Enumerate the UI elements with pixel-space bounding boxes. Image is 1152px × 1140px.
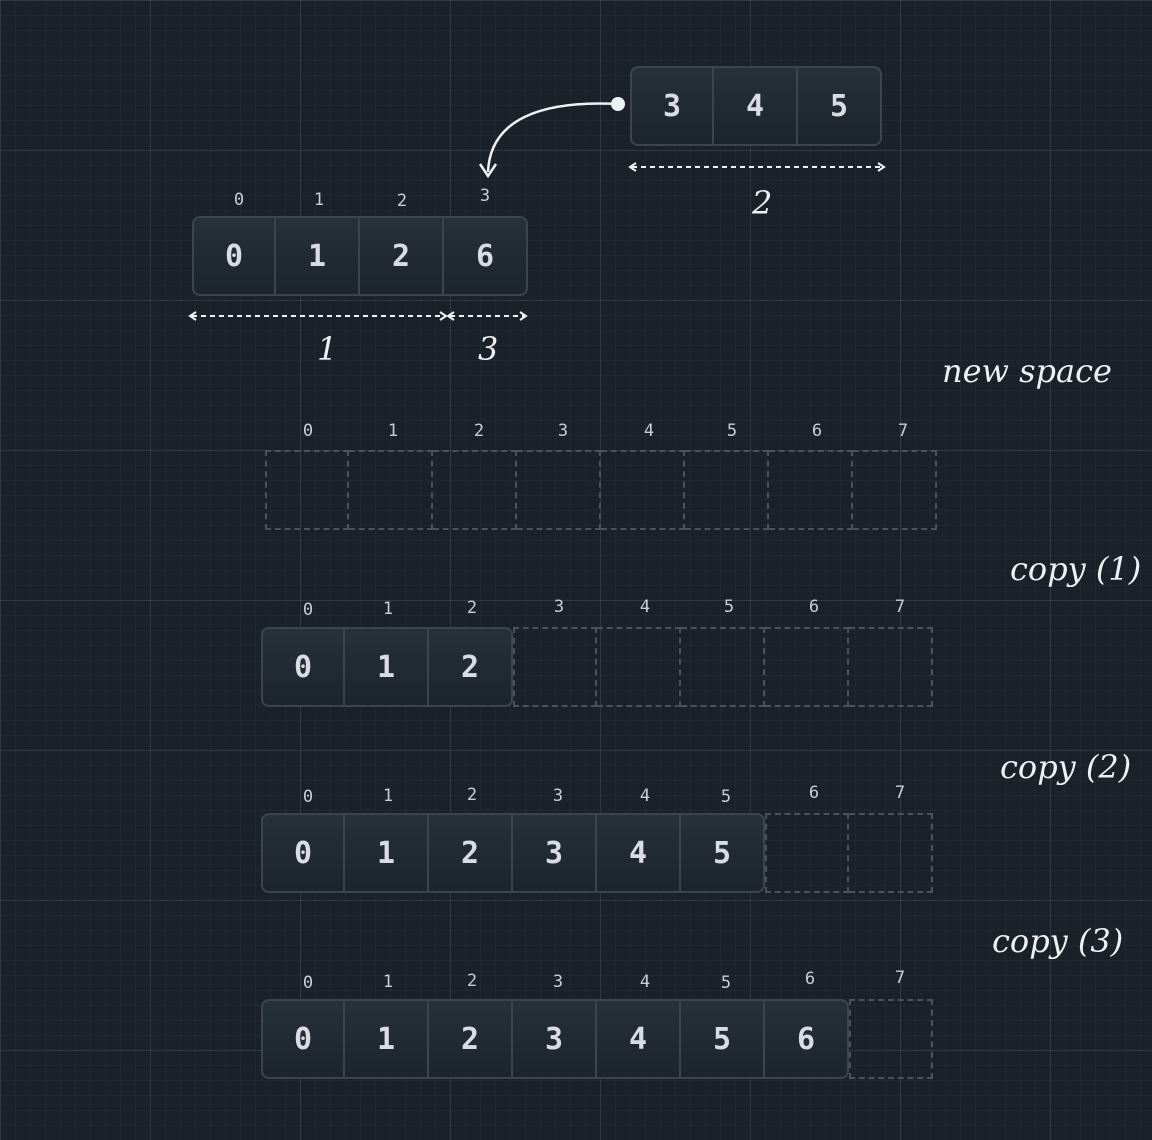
index-label: 6 — [811, 421, 823, 441]
index-label: 3 — [479, 186, 491, 206]
empty-cell — [849, 999, 933, 1079]
length-label-3: 3 — [478, 330, 499, 368]
copy-3-label: copy (3) — [992, 922, 1124, 960]
index-label: 1 — [382, 786, 394, 806]
length-label-1: 1 — [317, 330, 338, 368]
array-cell: 6 — [765, 999, 849, 1079]
array-cell: 3 — [630, 66, 714, 146]
empty-cell — [601, 450, 685, 530]
empty-cell — [681, 627, 765, 707]
array-cell: 3 — [513, 999, 597, 1079]
array-cell: 1 — [345, 999, 429, 1079]
empty-cell — [597, 627, 681, 707]
empty-cell — [849, 627, 933, 707]
array-cell: 4 — [714, 66, 798, 146]
array-cell: 5 — [681, 999, 765, 1079]
array-cell: 0 — [192, 216, 276, 296]
index-label: 7 — [894, 597, 906, 617]
index-label: 0 — [302, 600, 314, 620]
insert-origin-dot — [611, 97, 625, 111]
index-label: 0 — [302, 421, 314, 441]
empty-cell — [265, 450, 349, 530]
index-label: 1 — [387, 421, 399, 441]
array-cell: 4 — [597, 999, 681, 1079]
index-label: 6 — [804, 969, 816, 989]
array-cell: 2 — [429, 627, 513, 707]
index-label: 5 — [726, 421, 738, 441]
array-cell: 0 — [261, 813, 345, 893]
index-label: 4 — [643, 421, 655, 441]
insert-curve-arrowhead — [478, 163, 498, 179]
index-label: 0 — [302, 973, 314, 993]
index-label: 7 — [897, 421, 909, 441]
index-label: 7 — [894, 783, 906, 803]
new-space-array — [265, 450, 937, 530]
index-label: 1 — [382, 599, 394, 619]
array-cell: 2 — [429, 813, 513, 893]
index-label: 1 — [313, 190, 325, 210]
array-cell: 6 — [444, 216, 528, 296]
empty-cell — [849, 813, 933, 893]
index-label: 2 — [466, 598, 478, 618]
index-label: 3 — [557, 421, 569, 441]
index-label: 3 — [553, 597, 565, 617]
index-label: 2 — [473, 421, 485, 441]
index-label: 2 — [466, 971, 478, 991]
index-label: 6 — [808, 783, 820, 803]
length-label-2: 2 — [752, 184, 773, 222]
array-cell: 1 — [345, 627, 429, 707]
index-label: 3 — [552, 786, 564, 806]
copy-2-label: copy (2) — [1000, 748, 1132, 786]
array-cell: 0 — [261, 999, 345, 1079]
array-cell: 1 — [345, 813, 429, 893]
empty-cell — [433, 450, 517, 530]
source-array-main: 0 1 2 6 — [192, 216, 528, 296]
array-cell: 0 — [261, 627, 345, 707]
insert-curve-arrow — [486, 102, 619, 173]
empty-cell — [853, 450, 937, 530]
index-label: 2 — [466, 785, 478, 805]
index-label: 0 — [233, 190, 245, 210]
array-cell: 1 — [276, 216, 360, 296]
index-label: 4 — [639, 972, 651, 992]
array-cell: 5 — [681, 813, 765, 893]
array-cell: 4 — [597, 813, 681, 893]
index-label: 0 — [302, 787, 314, 807]
array-cell: 2 — [360, 216, 444, 296]
index-label: 5 — [720, 787, 732, 807]
index-label: 3 — [552, 972, 564, 992]
index-label: 2 — [396, 191, 408, 211]
empty-cell — [517, 450, 601, 530]
empty-cell — [769, 450, 853, 530]
index-label: 7 — [894, 968, 906, 988]
index-label: 6 — [808, 597, 820, 617]
copy-2-array: 0 1 2 3 4 5 — [261, 813, 933, 893]
index-label: 5 — [720, 973, 732, 993]
copy-1-label: copy (1) — [1010, 550, 1142, 588]
array-cell: 3 — [513, 813, 597, 893]
index-label: 1 — [382, 972, 394, 992]
empty-cell — [349, 450, 433, 530]
empty-cell — [765, 813, 849, 893]
array-cell: 5 — [798, 66, 882, 146]
copy-1-array: 0 1 2 — [261, 627, 933, 707]
new-space-label: new space — [942, 352, 1112, 390]
empty-cell — [513, 627, 597, 707]
source-array-small: 3 4 5 — [630, 66, 882, 146]
index-label: 4 — [639, 597, 651, 617]
empty-cell — [685, 450, 769, 530]
index-label: 4 — [639, 786, 651, 806]
empty-cell — [765, 627, 849, 707]
index-label: 5 — [723, 597, 735, 617]
array-cell: 2 — [429, 999, 513, 1079]
copy-3-array: 0 1 2 3 4 5 6 — [261, 999, 933, 1079]
